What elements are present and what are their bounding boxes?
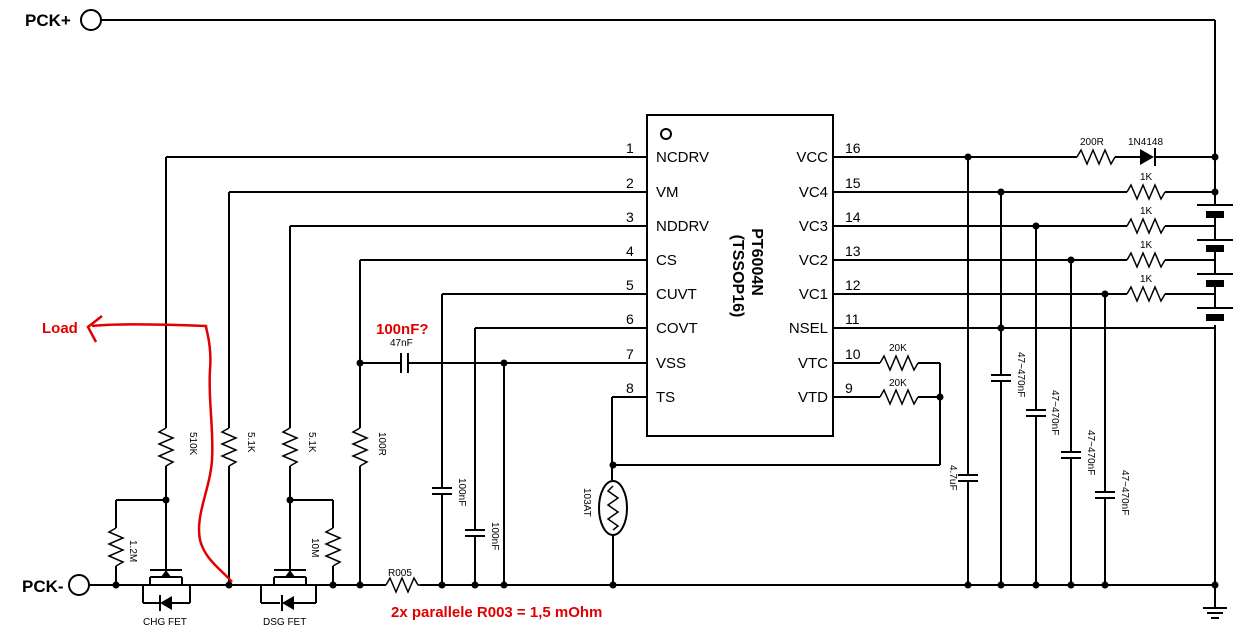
pin-number: 15 xyxy=(845,175,861,191)
ic-part-number: PT6004N xyxy=(748,228,765,296)
pin-number: 11 xyxy=(845,311,860,327)
ic-package: (TSSOP16) xyxy=(729,235,746,318)
r-5k1-label: 5.1K xyxy=(245,432,256,453)
load-label: Load xyxy=(42,320,78,337)
pin-number: 14 xyxy=(845,209,861,225)
pin-number: 3 xyxy=(626,209,634,225)
pin-number: 1 xyxy=(626,140,634,156)
thermistor-label: 103AT xyxy=(581,488,592,517)
pck-plus-terminal xyxy=(80,9,102,31)
pin-number: 5 xyxy=(626,277,634,293)
thermistor-circuit xyxy=(598,397,628,585)
pin-name: NDDRV xyxy=(656,218,709,235)
pin-name: VC3 xyxy=(799,218,828,235)
r-1k-label: 1K xyxy=(1140,274,1153,285)
r-5k1-label: 5.1K xyxy=(306,432,317,453)
sense-res-label: R005 xyxy=(388,568,412,579)
r-1m2-label: 1.2M xyxy=(127,540,138,562)
r-10m-label: 10M xyxy=(309,538,320,557)
ground-symbol xyxy=(1203,607,1227,619)
pin-name: VTD xyxy=(798,389,828,406)
pin-name: VSS xyxy=(656,355,686,372)
cap-47nf-label: 47nF xyxy=(390,338,413,349)
left-pin-wires xyxy=(157,156,612,585)
cap-cell-label: 47~470nF xyxy=(1049,390,1060,435)
pin-number: 6 xyxy=(626,311,634,327)
cap-100nf-label: 100nF xyxy=(456,478,467,506)
cell-tap-lines xyxy=(868,183,1215,303)
pin-number: 7 xyxy=(626,346,634,362)
pin-name: VTC xyxy=(798,355,828,372)
pin-number: 9 xyxy=(845,380,853,396)
ic-pin1-marker xyxy=(660,128,672,140)
pin-name: NCDRV xyxy=(656,149,709,166)
ic-left-pin-stubs xyxy=(612,156,647,398)
pin-number: 4 xyxy=(626,243,634,259)
r-20k-label: 20K xyxy=(889,343,907,354)
sense-resistor xyxy=(385,576,420,594)
pin-number: 8 xyxy=(626,380,634,396)
r-1k-label: 1K xyxy=(1140,240,1153,251)
pck-plus-label: PCK+ xyxy=(25,11,71,30)
cap-4u7-label: 4.7uF xyxy=(947,465,958,491)
cell-filter-caps xyxy=(991,192,1115,585)
pin-name: CS xyxy=(656,252,677,269)
pin-name: VCC xyxy=(796,149,828,166)
cap-cell-label: 47~470nF xyxy=(1119,470,1130,515)
battery-stack xyxy=(1197,192,1233,321)
diode-symbol xyxy=(1140,149,1154,165)
pck-minus-rail xyxy=(68,325,1216,608)
dsg-fet-label: DSG FET xyxy=(263,617,306,628)
pin-name: VC2 xyxy=(799,252,828,269)
cap-cell-label: 47~470nF xyxy=(1015,352,1026,397)
pin-name: VC4 xyxy=(799,184,828,201)
pin-name: VC1 xyxy=(799,286,828,303)
junction-dots xyxy=(112,153,1219,589)
pin-number: 16 xyxy=(845,140,861,156)
pin-number: 12 xyxy=(845,277,861,293)
r-510k-label: 510K xyxy=(187,432,198,456)
pck-plus-rail xyxy=(80,9,1216,192)
vcc-supply-path xyxy=(868,148,1215,166)
vtc-vtd-network xyxy=(613,354,941,466)
sense-note-label: 2x parallele R003 = 1,5 mOhm xyxy=(391,604,602,621)
cap-question-label: 100nF? xyxy=(376,321,429,338)
pin-name: VM xyxy=(656,184,679,201)
chg-fet-label: CHG FET xyxy=(143,617,187,628)
r-1k-label: 1K xyxy=(1140,172,1153,183)
diode-label: 1N4148 xyxy=(1128,137,1163,148)
pck-minus-label: PCK- xyxy=(22,577,64,596)
pin-name: COVT xyxy=(656,320,698,337)
cap-4u7 xyxy=(958,157,978,585)
ic-body xyxy=(646,114,834,437)
pin-number: 13 xyxy=(845,243,861,259)
chg-fet xyxy=(107,499,191,611)
r-200r-label: 200R xyxy=(1080,137,1104,148)
cap-cell-label: 47~470nF xyxy=(1085,430,1096,475)
load-annotation-path xyxy=(86,315,233,583)
pin-number: 10 xyxy=(845,346,861,362)
ic-right-pin-stubs xyxy=(833,156,868,398)
cap-100nf-label: 100nF xyxy=(489,522,500,550)
pin-name: CUVT xyxy=(656,286,697,303)
r-20k-label: 20K xyxy=(889,378,907,389)
r-100r-label: 100R xyxy=(376,432,387,456)
pin-name: TS xyxy=(656,389,675,406)
r-1k-label: 1K xyxy=(1140,206,1153,217)
pck-minus-terminal xyxy=(68,574,90,596)
pin-name: NSEL xyxy=(789,320,828,337)
pin-number: 2 xyxy=(626,175,634,191)
dsg-fet xyxy=(260,499,342,611)
